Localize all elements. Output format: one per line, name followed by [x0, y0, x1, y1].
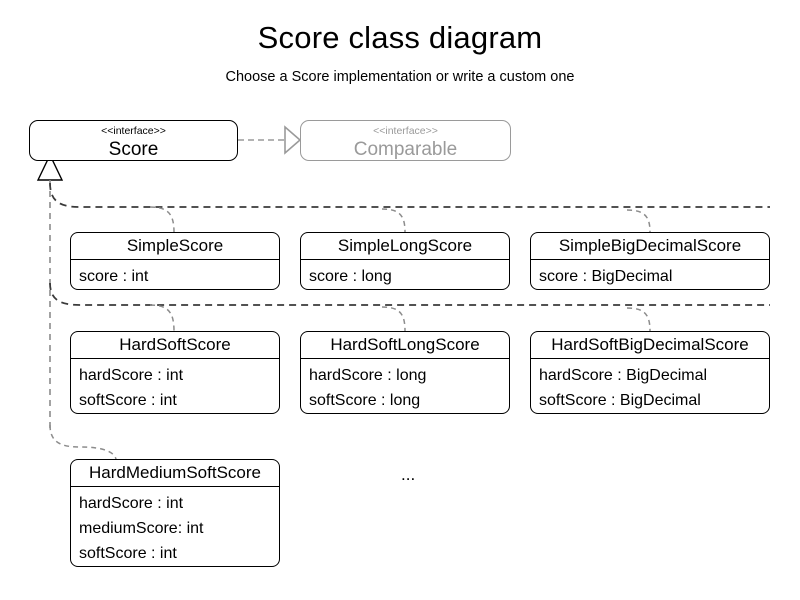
class-attribute: hardScore : BigDecimal: [539, 367, 708, 384]
class-attribute: score : int: [79, 268, 149, 285]
class-attribute: softScore : int: [79, 545, 177, 562]
class-attributes: score : int: [71, 260, 279, 289]
class-box-hardsoftbigdecimalscore[interactable]: HardSoftBigDecimalScore hardScore : BigD…: [530, 331, 770, 414]
class-box-simplelongscore[interactable]: SimpleLongScore score : long: [300, 232, 510, 290]
class-attributes: hardScore : long softScore : long: [301, 359, 509, 413]
class-attributes: hardScore : BigDecimal softScore : BigDe…: [531, 359, 769, 413]
class-name: SimpleBigDecimalScore: [531, 233, 769, 260]
interface-name: Comparable: [353, 139, 458, 160]
class-name: HardSoftBigDecimalScore: [531, 332, 769, 359]
class-box-hardsoftscore[interactable]: HardSoftScore hardScore : int softScore …: [70, 331, 280, 414]
class-box-simplebigdecimalscore[interactable]: SimpleBigDecimalScore score : BigDecimal: [530, 232, 770, 290]
class-attributes: hardScore : int softScore : int: [71, 359, 279, 413]
page-title: Score class diagram: [257, 20, 543, 55]
interface-box-score[interactable]: <<interface>> Score: [29, 120, 238, 161]
class-box-hardmediumsoftscore[interactable]: HardMediumSoftScore hardScore : int medi…: [70, 459, 280, 567]
class-attribute: softScore : BigDecimal: [539, 392, 701, 409]
interface-stereotype: <<interface>>: [101, 125, 166, 137]
class-attributes: score : long: [301, 260, 509, 289]
class-attribute: hardScore : int: [79, 367, 184, 384]
class-name: HardSoftScore: [71, 332, 279, 359]
interface-name: Score: [108, 139, 159, 160]
inheritance-branch-row1: [49, 182, 770, 233]
class-attribute: score : long: [309, 268, 392, 285]
class-name: HardSoftLongScore: [301, 332, 509, 359]
class-box-simplescore[interactable]: SimpleScore score : int: [70, 232, 280, 290]
class-attributes: score : BigDecimal: [531, 260, 769, 289]
class-attribute: score : BigDecimal: [539, 268, 673, 285]
page-subtitle: Choose a Score implementation or write a…: [225, 69, 575, 85]
interface-stereotype: <<interface>>: [373, 125, 438, 137]
realization-arrowhead: [284, 125, 302, 155]
more-classes-ellipsis: ...: [401, 465, 416, 484]
interface-box-comparable[interactable]: <<interface>> Comparable: [300, 120, 511, 161]
inheritance-branch-row2: [49, 282, 770, 332]
class-attribute: hardScore : long: [309, 367, 427, 384]
class-name: HardMediumSoftScore: [71, 460, 279, 487]
class-name: SimpleScore: [71, 233, 279, 260]
class-box-hardsoftlongscore[interactable]: HardSoftLongScore hardScore : long softS…: [300, 331, 510, 414]
class-attributes: hardScore : int mediumScore: int softSco…: [71, 487, 279, 566]
class-attribute: softScore : long: [309, 392, 421, 409]
class-name: SimpleLongScore: [301, 233, 509, 260]
class-attribute: softScore : int: [79, 392, 177, 409]
realization-score-comparable: [238, 125, 302, 155]
inheritance-branch-row3: [49, 424, 117, 460]
class-attribute: mediumScore: int: [79, 520, 204, 537]
class-attribute: hardScore : int: [79, 495, 184, 512]
